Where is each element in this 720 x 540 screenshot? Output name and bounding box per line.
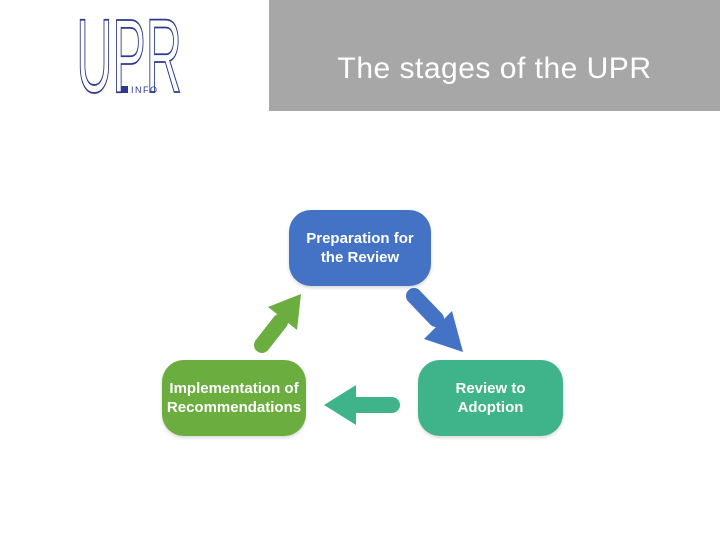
node-label-line: Adoption [457, 399, 524, 416]
node-label-line: the Review [320, 249, 400, 266]
arrow-preparation-to-review [406, 288, 463, 352]
arrow-implementation-to-preparation [254, 294, 301, 353]
node-label-line: Review to [455, 380, 526, 397]
node-preparation-for-review: Preparation for the Review [289, 210, 431, 286]
logo-square-icon [121, 86, 128, 93]
header-bar: The stages of the UPR [269, 0, 720, 111]
node-review-to-adoption: Review to Adoption [418, 360, 563, 436]
upr-info-logo: UPR INFO [76, 12, 183, 104]
node-implementation-of-recommendations: Implementation of Recommendations [162, 360, 306, 436]
node-label-line: Implementation of [169, 380, 299, 397]
node-label-line: Recommendations [166, 399, 302, 416]
arrow-review-to-implementation [324, 385, 400, 425]
logo-info-text: INFO [131, 85, 159, 95]
logo-upr-text: UPR [76, 12, 182, 104]
node-label-line: Preparation for [306, 230, 414, 247]
page-title: The stages of the UPR [337, 51, 652, 85]
